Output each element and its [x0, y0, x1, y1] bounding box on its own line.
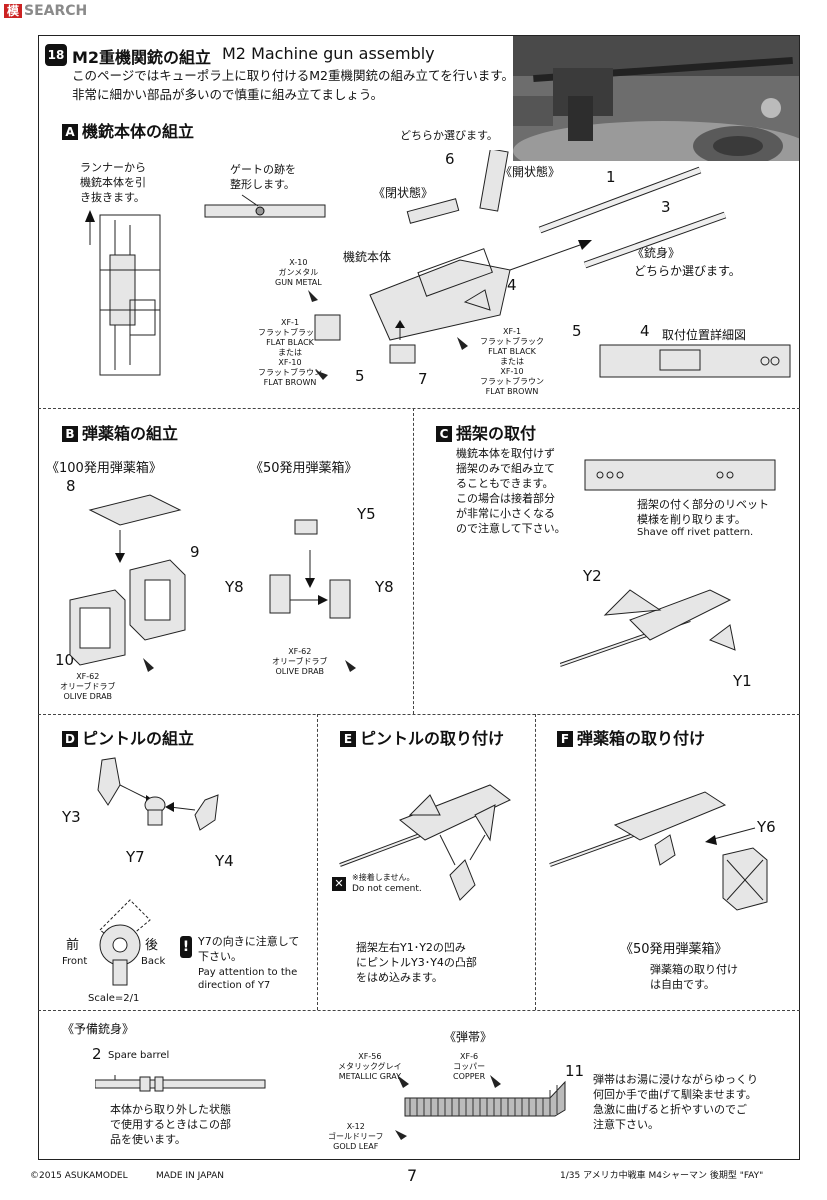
section-e-diagram — [339, 784, 511, 901]
part-y8-left-label: Y8 — [225, 578, 244, 596]
part-y4-label: Y4 — [215, 852, 234, 870]
do-not-cement-icon: ✕ — [332, 877, 346, 891]
row-separator-1 — [38, 408, 800, 409]
back-en: Back — [141, 956, 166, 967]
col-separator-de — [317, 714, 318, 1010]
part-y1-label: Y1 — [733, 672, 752, 690]
page-number: 7 — [407, 1166, 418, 1185]
back-jp: 後 — [145, 938, 159, 953]
spare-barrel-title: 《予備銃身》 — [62, 1022, 135, 1036]
detail-part-4-label: 4 — [640, 322, 650, 340]
section-b-diagram — [69, 494, 356, 672]
part-y3-label: Y3 — [62, 808, 81, 826]
part-y5-label: Y5 — [357, 505, 376, 523]
closed-state-label: 《閉状態》 — [373, 186, 434, 200]
box100-label: 《100発用弾薬箱》 — [46, 461, 162, 476]
attention-icon: ! — [180, 936, 192, 958]
section-f-note: 弾薬箱の取り付け は自由です。 — [650, 963, 738, 991]
part-9-label: 9 — [190, 543, 200, 561]
col-separator-bc — [413, 408, 414, 714]
col-separator-ef — [535, 714, 536, 1010]
section-f-diagram — [549, 791, 768, 911]
box50-label: 《50発用弾薬箱》 — [250, 461, 358, 476]
section-a-diagram — [85, 150, 791, 380]
cupola-photo — [513, 36, 799, 161]
spare-barrel-note: 本体から取り外した状態 で使用するときはこの部 品を使います。 — [110, 1103, 231, 1146]
ammo-belt-drawing — [395, 1075, 566, 1140]
f-box50-label: 《50発用弾薬箱》 — [620, 942, 728, 957]
part-11-label: 11 — [565, 1062, 585, 1080]
gun-body-label: 機銃本体 — [343, 250, 392, 264]
intro-line-1: このページではキューポラ上に取り付けるM2重機関銃の組み立てを行います。 — [72, 68, 514, 83]
no-cement-en: Do not cement. — [352, 884, 422, 894]
detail-label: 取付位置詳細図 — [662, 328, 747, 342]
part-7-label: 7 — [418, 370, 428, 388]
step-title-en: M2 Machine gun assembly — [222, 44, 435, 63]
part-y6-label: Y6 — [757, 818, 776, 836]
section-e-note: 揺架左右Y1･Y2の凹み にピントルY3･Y4の凸部 をはめ込みます。 — [356, 941, 477, 984]
section-c-note: 機銃本体を取付けず 揺架のみで組み立て ることもできます。 この場合は接着部分 … — [456, 447, 566, 535]
footer-product: 1/35 アメリカ中戦車 M4シャーマン 後期型 "FAY" — [560, 1171, 764, 1181]
attention-en: Pay attention to the direction of Y7 — [198, 967, 298, 991]
barrel-label: 《銃身》 — [632, 246, 681, 260]
choose-note: どちらか選びます。 — [400, 129, 498, 142]
spare-barrel-label: Spare barrel — [108, 1050, 170, 1061]
open-state-label: 《開状態》 — [500, 165, 561, 179]
row-separator-2 — [38, 714, 800, 715]
section-c-diagram — [560, 459, 776, 667]
gate-note: ゲートの跡を 整形します。 — [230, 163, 296, 191]
front-jp: 前 — [66, 938, 80, 953]
part-8-label: 8 — [66, 477, 76, 495]
row-separator-3 — [38, 1010, 800, 1011]
front-en: Front — [62, 956, 88, 967]
part-y7-label: Y7 — [126, 848, 145, 866]
part-1-label: 1 — [606, 168, 616, 186]
part-2-label: 2 — [92, 1045, 102, 1063]
footer-copyright: ©2015 ASUKAMODEL — [30, 1171, 128, 1181]
step-title-jp: M2重機関銃の組立 — [72, 48, 212, 67]
part-y8-right-label: Y8 — [375, 578, 394, 596]
runner-note: ランナーから 機銃本体を引 き抜きます。 — [80, 161, 146, 204]
part-6-label: 6 — [445, 150, 455, 168]
rivet-note-en: Shave off rivet pattern. — [637, 527, 754, 538]
part-4-label: 4 — [507, 276, 517, 294]
part-3-label: 3 — [661, 198, 671, 216]
attention-jp: Y7の向きに注意して 下さい。 — [198, 935, 300, 963]
step-number: 18 — [45, 44, 67, 66]
footer-made-in: MADE IN JAPAN — [156, 1171, 225, 1181]
detail-part-5-label: 5 — [572, 322, 582, 340]
belt-note: 弾帯はお湯に浸けながらゆっくり 何回か手で曲げて馴染ませます。 急激に曲げると折… — [593, 1073, 758, 1131]
rivet-note-jp: 揺架の付く部分のリベット 模様を削り取ります。 — [637, 498, 769, 526]
scale-label: Scale=2/1 — [88, 993, 140, 1004]
section-d-diagram — [97, 757, 219, 986]
page-frame — [38, 35, 800, 1160]
spare-barrel-drawing — [95, 1075, 266, 1092]
belt-title: 《弾帯》 — [444, 1030, 493, 1044]
no-cement-jp: ※接着しません。 — [352, 873, 415, 882]
part-10-label: 10 — [55, 651, 75, 669]
part-5-label: 5 — [355, 367, 365, 385]
barrel-choose-label: どちらか選びます。 — [634, 264, 741, 278]
intro-line-2: 非常に細かい部品が多いので慎重に組み立てましょう。 — [72, 87, 384, 102]
part-y2-label: Y2 — [583, 567, 602, 585]
